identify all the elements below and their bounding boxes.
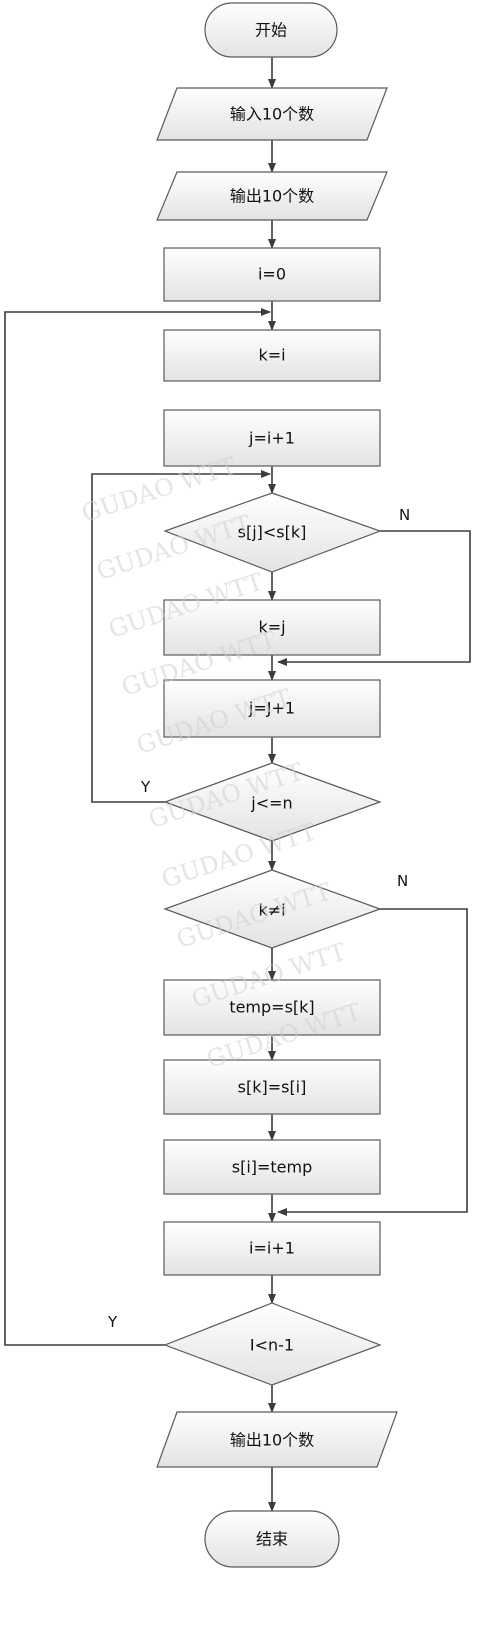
swap3-label: s[i]=temp [232, 1158, 313, 1177]
inc-i-label: i=i+1 [249, 1239, 295, 1258]
inc-j-node[interactable]: j=J+1 [163, 679, 381, 738]
end-label: 结束 [256, 1530, 288, 1549]
compare-no-label: N [399, 506, 410, 524]
swap1-label: temp=s[k] [229, 998, 314, 1017]
i-loop-yes-label: Y [107, 1313, 118, 1331]
output-node-2[interactable]: 输出10个数 [156, 1411, 398, 1468]
inc-i-node[interactable]: i=i+1 [163, 1221, 381, 1276]
start-label: 开始 [255, 21, 287, 40]
assign-k-node[interactable]: k=j [163, 599, 381, 656]
cond-j-label: j<=n [250, 794, 292, 813]
compare-decision[interactable]: s[j]<s[k] [163, 492, 382, 573]
output-node-1[interactable]: 输出10个数 [156, 171, 388, 221]
swap3-node[interactable]: s[i]=temp [163, 1139, 381, 1195]
swap1-node[interactable]: temp=s[k] [163, 979, 381, 1036]
cond-j-decision[interactable]: j<=n [163, 762, 382, 842]
cond-i-decision[interactable]: I<n-1 [163, 1302, 382, 1386]
cond-k-decision[interactable]: k≠i [163, 869, 382, 949]
set-k-label: k=i [258, 346, 285, 365]
nodes: 开始 输入10个数 输出10个数 i=0 k=i j=i+1 s[j]<s[k] [156, 2, 398, 1568]
output-label-1: 输出10个数 [230, 187, 314, 206]
init-j-label: j=i+1 [248, 429, 295, 448]
set-k-node[interactable]: k=i [163, 329, 381, 382]
start-node[interactable]: 开始 [204, 2, 338, 58]
edge-compare-no [277, 530, 471, 666]
assign-k-label: k=j [258, 618, 285, 637]
j-loop-yes-label: Y [140, 778, 151, 796]
k-no-label: N [397, 872, 408, 890]
edge-j-loop-back [91, 470, 271, 803]
init-i-node[interactable]: i=0 [163, 247, 381, 302]
edges [4, 57, 471, 1512]
swap2-label: s[k]=s[i] [238, 1078, 307, 1097]
edge-cond-k-no [277, 908, 468, 1216]
cond-i-label: I<n-1 [250, 1336, 294, 1355]
cond-k-label: k≠i [258, 901, 285, 920]
swap2-node[interactable]: s[k]=s[i] [163, 1059, 381, 1115]
edge-i-loop-back [4, 308, 271, 1346]
output-label-2: 输出10个数 [230, 1431, 314, 1450]
branch-labels: N Y N Y [107, 506, 410, 1331]
input-node[interactable]: 输入10个数 [156, 87, 388, 141]
input-label: 输入10个数 [230, 105, 314, 124]
inc-j-label: j=J+1 [248, 699, 295, 718]
compare-label: s[j]<s[k] [238, 523, 307, 542]
init-j-node[interactable]: j=i+1 [163, 409, 381, 467]
end-node[interactable]: 结束 [204, 1510, 340, 1568]
init-i-label: i=0 [258, 265, 286, 284]
